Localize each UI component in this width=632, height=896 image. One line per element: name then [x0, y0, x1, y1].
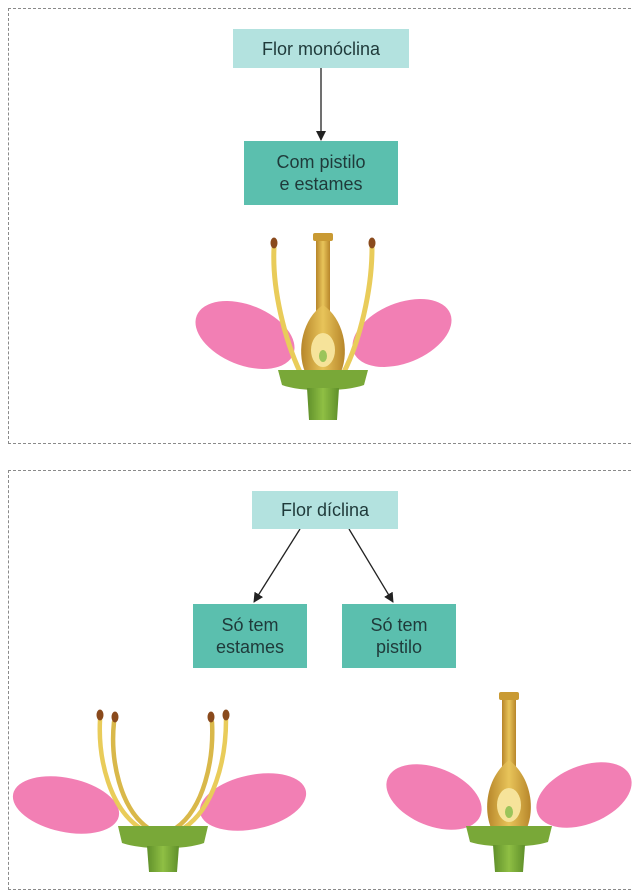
arrow-bottom-left [254, 529, 300, 602]
anther-3 [208, 712, 215, 723]
title-dioecious: Flor díclina [281, 499, 369, 521]
stigma [313, 233, 333, 241]
anther-2 [112, 712, 119, 723]
receptacle [278, 370, 368, 390]
anther-4 [223, 710, 230, 721]
anther-1 [97, 710, 104, 721]
label-stamens-only: Só tem estames [216, 614, 284, 658]
receptacle [118, 826, 208, 848]
pistillate-flower-illustration [377, 692, 632, 872]
anther-left [271, 238, 278, 249]
staminate-flower-illustration [8, 710, 312, 873]
anther-right [369, 238, 376, 249]
stem [307, 388, 339, 420]
stem [493, 845, 525, 872]
label-box-pistil-and-stamens: Com pistilo e estames [244, 141, 398, 205]
label-pistil-and-stamens: Com pistilo e estames [276, 151, 365, 195]
receptacle [466, 826, 552, 847]
title-box-dioecious: Flor díclina [252, 491, 398, 529]
label-box-pistil-only: Só tem pistilo [342, 604, 456, 668]
stigma [499, 692, 519, 700]
title-monoecious: Flor monóclina [262, 38, 380, 60]
ovule [505, 806, 513, 818]
label-box-stamens-only: Só tem estames [193, 604, 307, 668]
petal-right [195, 764, 312, 839]
arrow-bottom-right [349, 529, 393, 602]
title-box-monoecious: Flor monóclina [233, 29, 409, 68]
label-pistil-only: Só tem pistilo [370, 614, 427, 658]
ovule [319, 350, 327, 362]
hermaphrodite-flower-illustration [186, 233, 462, 420]
stem [147, 846, 179, 872]
